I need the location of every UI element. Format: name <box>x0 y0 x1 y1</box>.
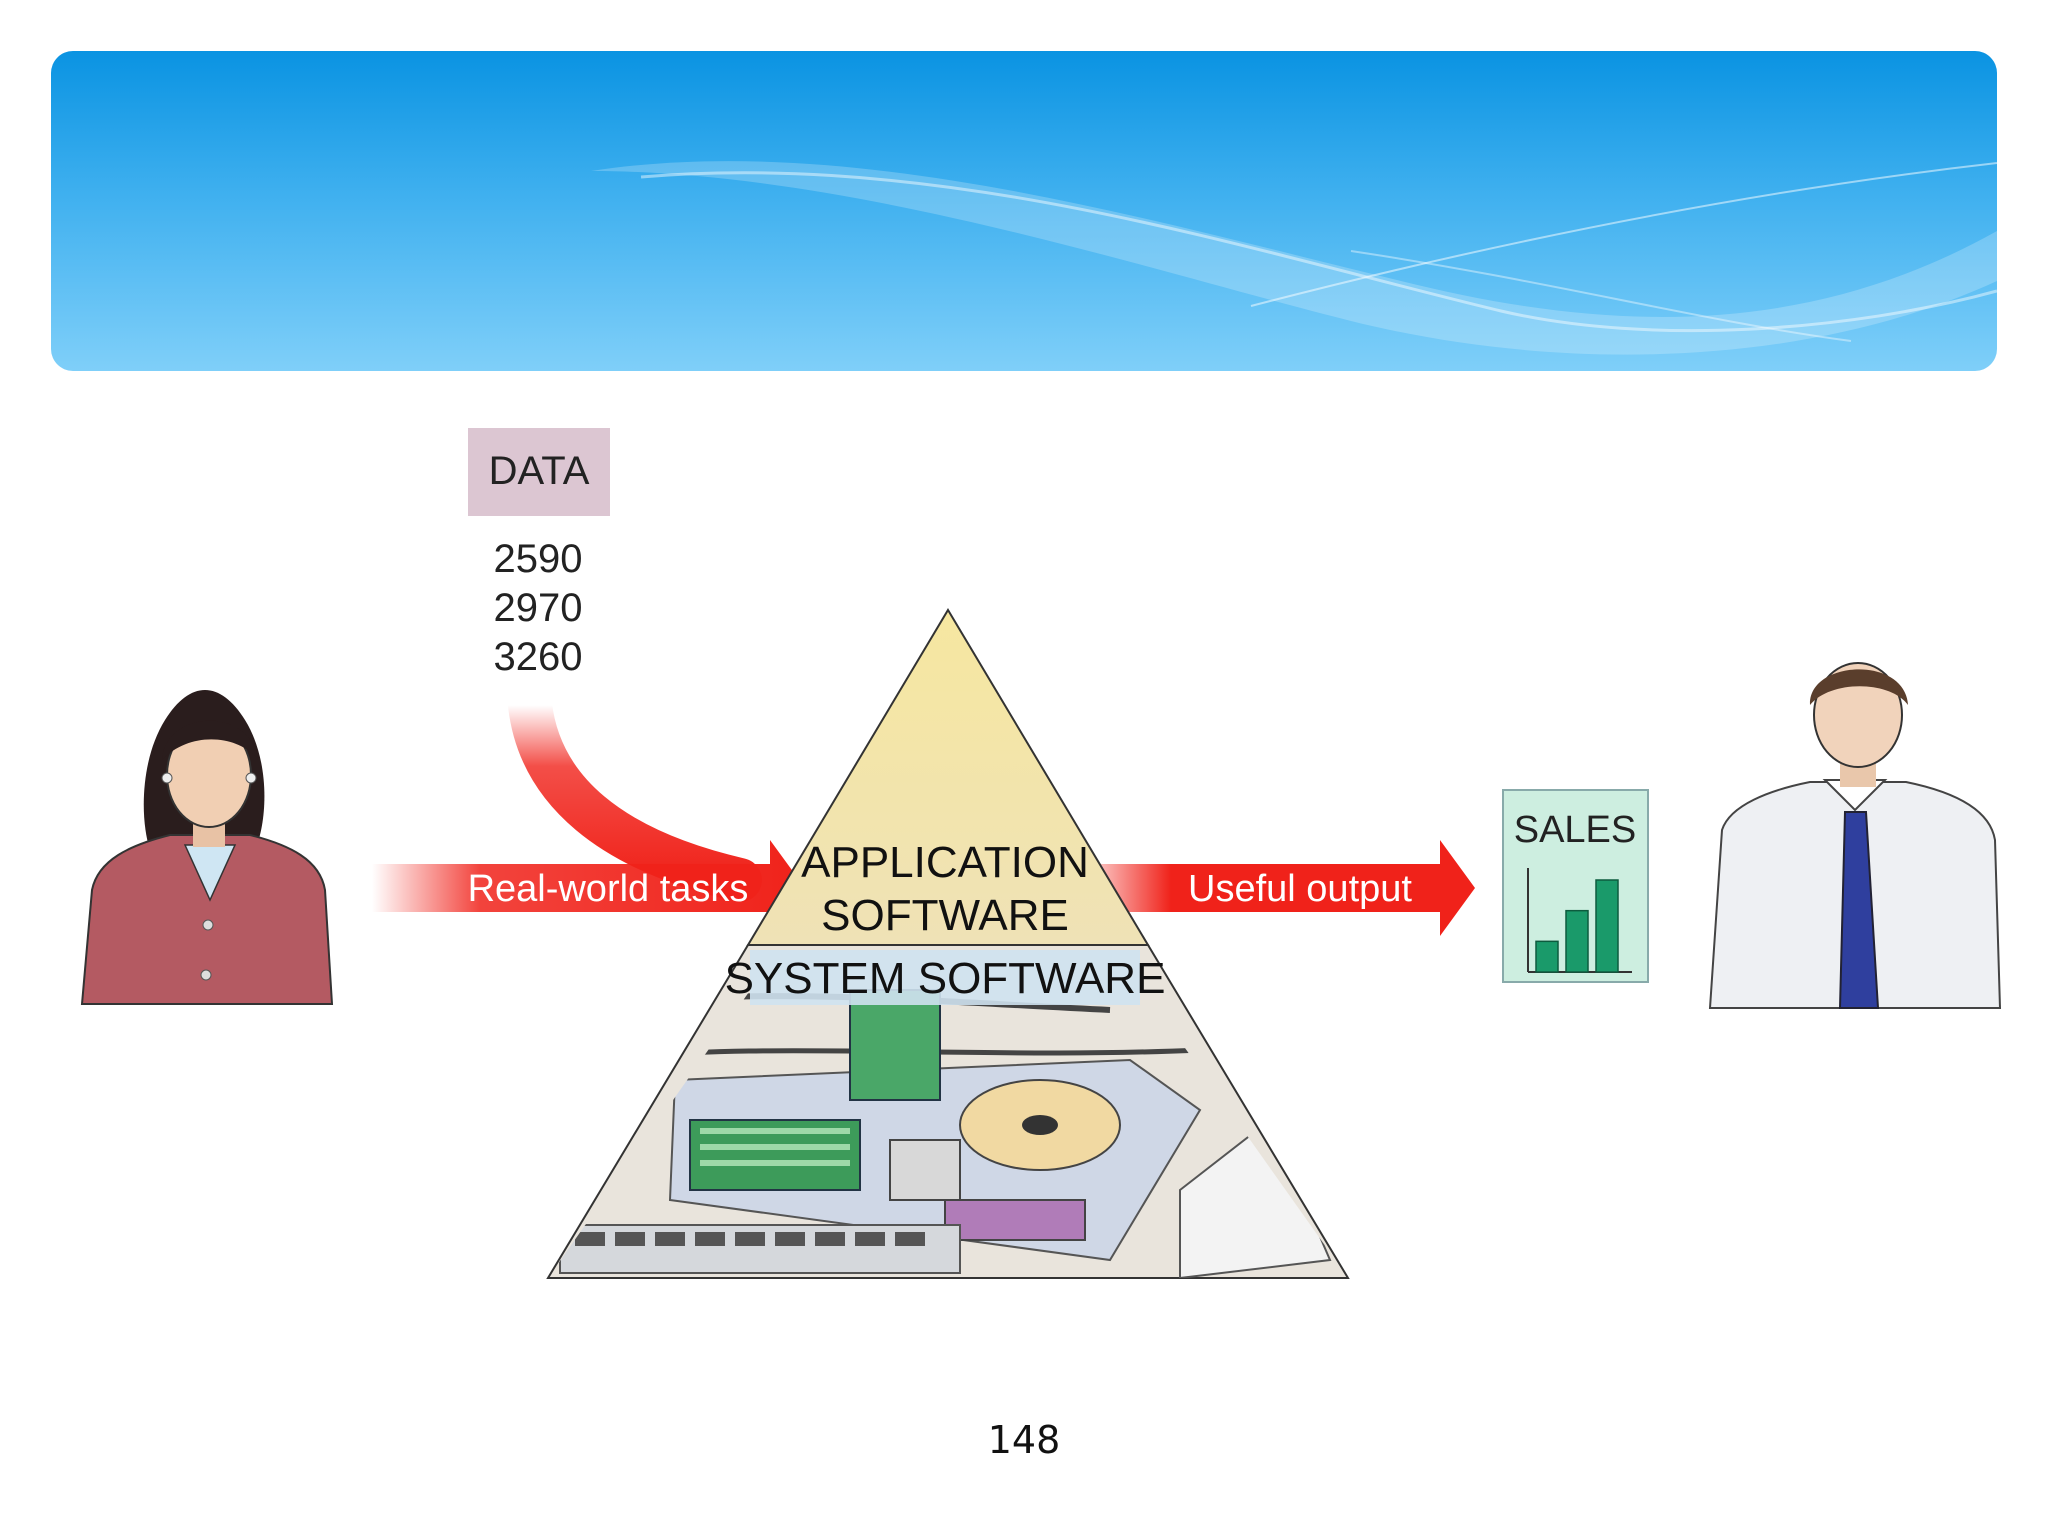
data-values: 2590 2970 3260 <box>494 537 583 679</box>
report-bar <box>1535 940 1559 973</box>
computer-hardware-icon <box>559 989 1332 1278</box>
input-arrow-label: Real-world tasks <box>468 868 749 910</box>
output-arrow-label: Useful output <box>1188 868 1412 910</box>
output-arrow: Useful output <box>1095 840 1475 936</box>
data-flow-arrow <box>508 683 762 902</box>
report-bar <box>1565 909 1589 973</box>
man-user-icon <box>1708 662 2002 1009</box>
data-value: 2590 <box>494 537 583 581</box>
banner-wave-decoration <box>591 161 1997 355</box>
application-label-line2: SOFTWARE <box>821 891 1069 940</box>
report-bar <box>1595 879 1619 973</box>
data-value: 2970 <box>494 586 583 630</box>
report-title: SALES <box>1514 809 1637 851</box>
input-arrow: Real-world tasks <box>372 840 805 936</box>
sales-report: SALES <box>1502 789 1649 983</box>
application-label-line1: APPLICATION <box>801 838 1089 887</box>
system-label: SYSTEM SOFTWARE <box>725 954 1166 1003</box>
system-label-bg <box>750 950 1140 1005</box>
report-bars <box>1535 879 1619 973</box>
data-box-label: DATA <box>489 449 590 493</box>
title-banner <box>51 51 1997 371</box>
data-value: 3260 <box>494 635 583 679</box>
page-number: 148 <box>987 1418 1061 1462</box>
data-box: DATA <box>468 428 610 516</box>
software-pyramid: APPLICATION SOFTWARE SYSTEM SOFTWARE <box>546 608 1350 1279</box>
woman-user-icon <box>80 690 334 1005</box>
